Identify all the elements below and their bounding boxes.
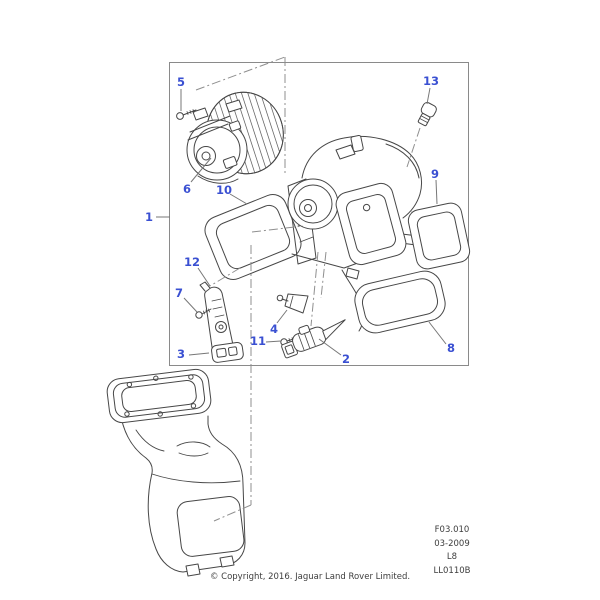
illustration-id: LL0110B (433, 565, 471, 576)
seal-10-drawing (204, 194, 302, 280)
screw-5-drawing (176, 109, 197, 120)
housing-assembly-drawing (287, 134, 423, 332)
callout-4[interactable]: 4 (269, 322, 279, 336)
callout-9[interactable]: 9 (430, 167, 440, 181)
callout-2[interactable]: 2 (341, 352, 351, 366)
bulb-13-drawing (417, 102, 437, 127)
alignment-lines (195, 56, 421, 522)
callout-3[interactable]: 3 (176, 347, 186, 361)
clip-3-drawing (211, 342, 244, 363)
callout-7[interactable]: 7 (174, 286, 184, 300)
bracket-4-drawing (276, 293, 309, 314)
screw-7-drawing (195, 308, 212, 319)
callout-13[interactable]: 13 (422, 74, 440, 88)
model-code: L8 (446, 552, 458, 562)
sensor-2-drawing (281, 319, 346, 359)
callout-6[interactable]: 6 (182, 182, 192, 196)
seal-9-drawing (407, 202, 471, 270)
callout-8[interactable]: 8 (446, 341, 456, 355)
gasket-8-drawing (354, 270, 446, 334)
callout-5[interactable]: 5 (176, 75, 186, 89)
figure-number: F03.010 (434, 525, 470, 535)
duct-drawing (106, 368, 246, 577)
callout-10[interactable]: 10 (215, 183, 233, 197)
callout-12[interactable]: 12 (183, 255, 201, 269)
callout-1[interactable]: 1 (144, 210, 154, 224)
copyright-text: © Copyright, 2016. Jaguar Land Rover Lim… (209, 572, 411, 582)
reference-block: F03.010 03-2009 L8 LL0110B (408, 524, 496, 578)
leader-lines (156, 87, 447, 356)
callout-11[interactable]: 11 (249, 334, 267, 348)
revision-date: 03-2009 (434, 538, 470, 549)
blower-motor-drawing (186, 91, 284, 184)
diagram-frame (169, 62, 469, 366)
